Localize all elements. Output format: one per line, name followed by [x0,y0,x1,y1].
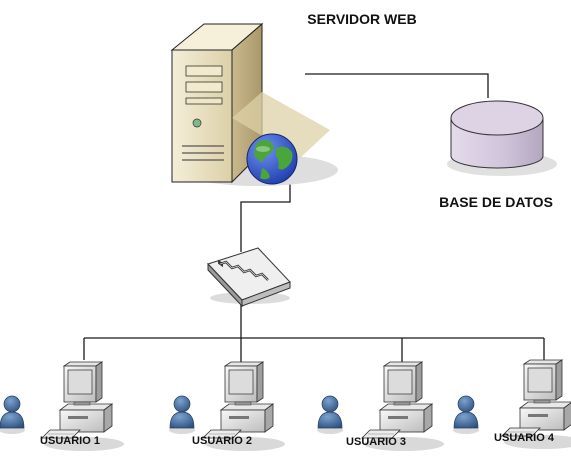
person-icon [452,395,480,435]
server-to-switch-link [240,180,291,252]
user-1-station: USUARIO 1 [0,361,125,452]
user-1-label: USUARIO 1 [40,435,100,447]
server-label: SERVIDOR WEB [307,11,416,27]
server-tower-icon [170,22,338,186]
database-cylinder-icon [447,100,557,176]
user-3-label: USUARIO 3 [346,436,406,448]
user-4-label: USUARIO 4 [494,432,555,444]
person-icon [0,395,26,435]
user-2-label: USUARIO 2 [192,435,252,447]
server-to-database-link [305,73,489,98]
connection-lines [83,73,545,362]
user-4-station: USUARIO 4 [452,359,571,450]
network-switch-icon [207,247,291,308]
person-icon [316,395,344,435]
person-icon [168,395,196,435]
user-3-station: USUARIO 3 [316,361,445,452]
database-label: BASE DE DATOS [439,194,553,210]
user-2-station: USUARIO 2 [168,361,286,452]
globe-icon [246,133,298,185]
